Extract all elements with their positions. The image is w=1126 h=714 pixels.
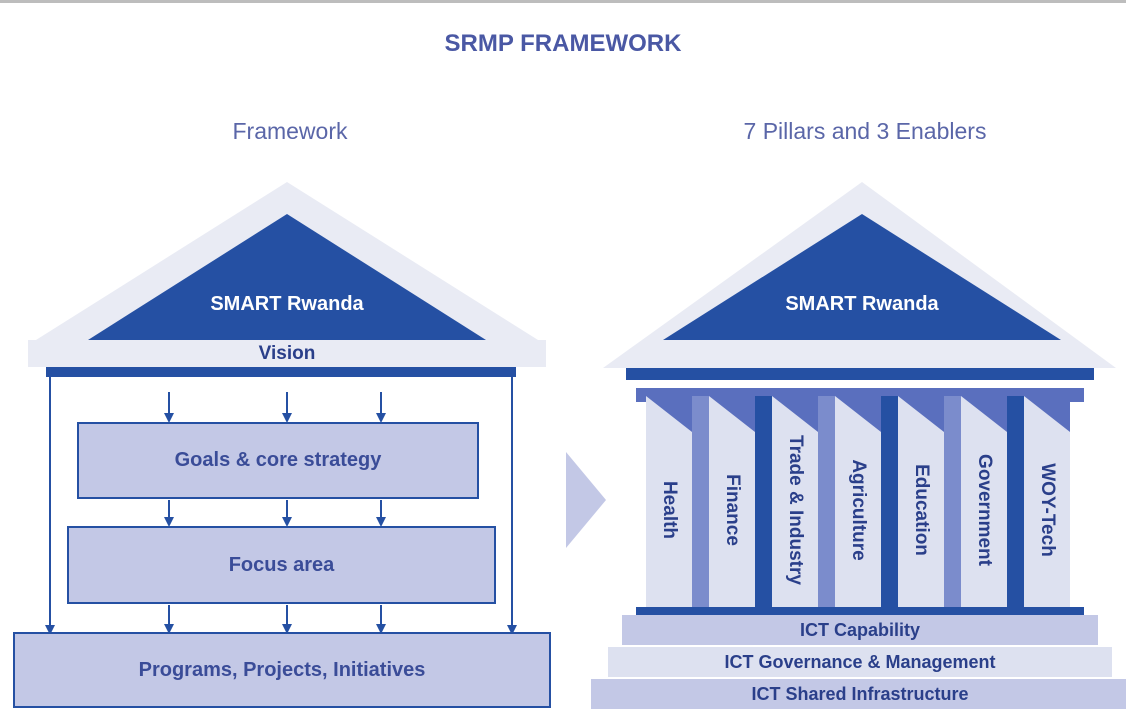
pillar-label: Finance (722, 474, 743, 546)
chevron-arrow-icon (566, 452, 606, 548)
right-beam (626, 368, 1094, 380)
vision-label: Vision (258, 342, 316, 364)
pillar-label: Health (659, 480, 680, 540)
left-beam (46, 367, 516, 377)
pillar-capital (1024, 396, 1070, 432)
enabler-step-3 (591, 679, 1126, 709)
focus-box (67, 526, 496, 604)
top-rule (0, 0, 1126, 3)
pillar-capital (772, 396, 818, 432)
left-vision-band (28, 340, 546, 367)
programs-box (13, 632, 551, 708)
pillar-column (835, 396, 881, 608)
pillar-capital (835, 396, 881, 432)
pillar-gap (818, 396, 835, 608)
left-house (13, 182, 551, 708)
right-base-band (636, 607, 1084, 615)
enabler-label-1: ICT Capability (799, 619, 920, 640)
pillar-capital (898, 396, 944, 432)
pillars-group (646, 396, 1070, 608)
pillar-gap (755, 396, 772, 608)
right-roof-inner (663, 214, 1061, 340)
pillar-column (646, 396, 692, 608)
right-roof-label: SMART Rwanda (785, 292, 939, 315)
left-roof-label: SMART Rwanda (210, 292, 364, 315)
enabler-step-1 (622, 615, 1098, 645)
goals-label: Goals & core strategy (174, 449, 382, 471)
pillar-column (772, 396, 818, 608)
left-subtitle: Framework (232, 118, 348, 144)
pillar-label: Trade & Industry (785, 435, 806, 585)
pillar-capital (961, 396, 1007, 432)
pillar-label: Government (974, 454, 995, 566)
pillar-label: Education (911, 464, 932, 556)
pillar-gap (944, 396, 961, 608)
pillar-gap (881, 396, 898, 608)
pillar-gap (692, 396, 709, 608)
pillar-label: WOY-Tech (1037, 463, 1058, 557)
left-roof-inner (88, 214, 486, 340)
pillar-column (961, 396, 1007, 608)
enabler-label-3: ICT Shared Infrastructure (751, 683, 969, 704)
pillar-capital (646, 396, 692, 432)
pillar-capital (709, 396, 755, 432)
right-subtitle: 7 Pillars and 3 Enablers (743, 118, 987, 144)
pillar-column (1024, 396, 1070, 608)
right-house (591, 182, 1126, 709)
programs-label: Programs, Projects, Initiatives (138, 658, 426, 681)
pillar-gap (1007, 396, 1024, 608)
diagram-title: SRMP FRAMEWORK (444, 30, 682, 57)
pillar-column (709, 396, 755, 608)
focus-label: Focus area (228, 553, 335, 576)
enabler-label-2: ICT Governance & Management (724, 651, 996, 672)
goals-box (77, 422, 479, 499)
pillar-column (898, 396, 944, 608)
enabler-step-2 (608, 647, 1112, 677)
pillar-label: Agriculture (848, 459, 869, 561)
